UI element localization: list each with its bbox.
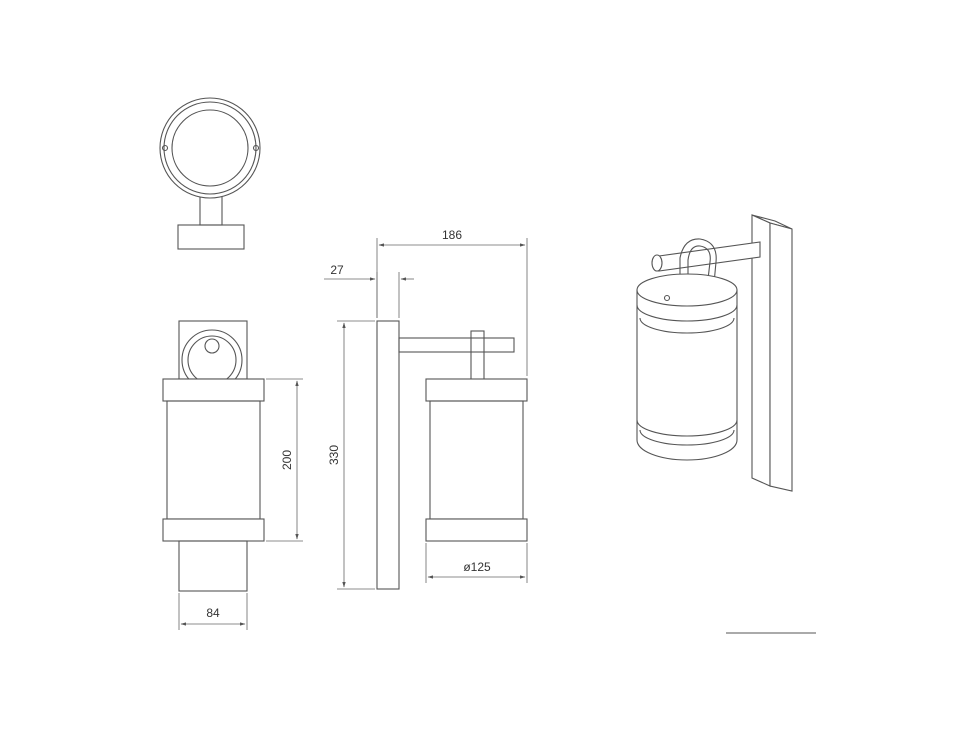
front-view-hook-inner [187, 335, 237, 385]
dim-label-200: 200 [280, 450, 294, 470]
front-view-hook-knob [204, 338, 220, 354]
iso-cylinder-body [636, 289, 738, 461]
front-view-bottom-band [162, 518, 265, 542]
top-view-screw-left [161, 144, 169, 152]
top-view-outer-ring [159, 97, 261, 199]
dim-label-330: 330 [327, 445, 341, 465]
iso-hook [687, 245, 711, 306]
dim-label-186: 186 [442, 228, 462, 242]
top-view-ring-inner [163, 101, 257, 195]
top-view-mount-plate [177, 224, 245, 250]
iso-cap-line-2 [639, 317, 735, 334]
iso-cap-line-1 [636, 304, 738, 322]
iso-arm-end [651, 254, 663, 272]
iso-band-line-1 [636, 419, 738, 437]
side-view-wall-plate [376, 320, 400, 590]
top-view [159, 97, 261, 250]
top-view-glass [171, 109, 249, 187]
isometric-view [636, 214, 793, 492]
dim-label-27: 27 [330, 263, 344, 277]
front-view-diffuser [166, 400, 261, 520]
side-view-bottom-band [425, 518, 528, 542]
top-view-arm [199, 195, 223, 226]
front-view-plate-lower [178, 540, 248, 592]
side-view: 186 27 330 ø125 [324, 228, 528, 590]
top-view-screw-right [252, 144, 260, 152]
dim-label-125: ø125 [463, 560, 491, 574]
iso-hook-outer [679, 238, 717, 306]
iso-screw [663, 294, 671, 302]
iso-cylinder-top [636, 273, 738, 307]
front-view: 200 84 [162, 320, 303, 630]
side-view-top-cap [425, 378, 528, 402]
iso-plate-front [769, 222, 793, 492]
iso-band-line-2 [639, 429, 735, 446]
side-view-arm [398, 337, 515, 353]
front-view-top-cap [162, 378, 265, 402]
dim-label-84: 84 [206, 606, 220, 620]
side-view-diffuser [429, 400, 524, 520]
